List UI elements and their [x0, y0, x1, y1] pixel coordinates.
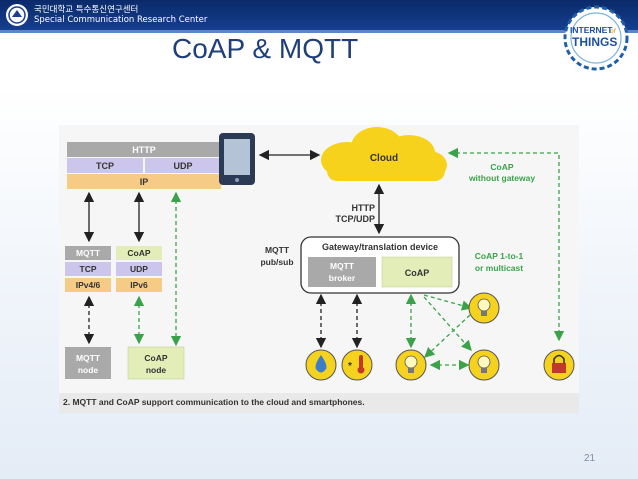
mqtt-stack-ip-label: IPv4/6	[76, 280, 101, 290]
stack-tcp-label: TCP	[96, 161, 114, 171]
figure-caption: 2. MQTT and CoAP support communication t…	[59, 393, 579, 413]
badge-inner-ring	[570, 12, 622, 64]
coap-modes-line2: or multicast	[475, 263, 523, 273]
stack-http-bar	[67, 142, 221, 157]
mqtt-pubsub-line2: pub/sub	[260, 257, 293, 267]
org-name-english: Special Communication Research Center	[34, 15, 208, 25]
cloud-label: Cloud	[370, 153, 398, 164]
gateway-label: Gateway/translation device	[322, 242, 438, 252]
arrow-coap-to-bulb2	[423, 294, 473, 311]
coap-without-gateway-line1: CoAP	[490, 162, 513, 172]
padlock-icon	[543, 349, 575, 381]
mqtt-pubsub-line1: MQTT	[265, 245, 290, 255]
arrow-coap-to-bulb3	[423, 296, 472, 351]
cloud-protocol-http: HTTP	[352, 203, 376, 213]
mqtt-node-line2: node	[78, 365, 99, 375]
gateway-coap-box	[381, 256, 453, 288]
stack-udp-bar	[145, 158, 221, 173]
coap-modes-line1: CoAP 1-to-1	[475, 251, 524, 261]
coap-stack-coap-label: CoAP	[127, 248, 150, 258]
badge-line1: INTERNET	[570, 25, 613, 35]
mqtt-stack-mqtt-label: MQTT	[76, 248, 101, 258]
slide-title: CoAP & MQTT	[172, 33, 359, 64]
thermometer-icon: *	[341, 349, 373, 381]
coap-stack-udp	[116, 262, 162, 276]
header-stripe	[0, 30, 638, 33]
stack-http-label: HTTP	[132, 145, 156, 155]
coap-node-box	[127, 346, 185, 380]
mqtt-stack-mqtt	[65, 246, 111, 260]
coap-node-line2: node	[146, 365, 167, 375]
coap-stack-coap	[116, 246, 162, 260]
stack-ip-bar	[67, 174, 221, 189]
org-name-korean: 국민대학교 특수통신연구센터	[34, 5, 139, 15]
coap-stack-ip-label: IPv6	[130, 280, 148, 290]
light-bulb-icon	[468, 292, 500, 324]
mqtt-node-box	[65, 347, 111, 379]
mqtt-broker-box	[308, 257, 376, 287]
page-number: 21	[584, 453, 596, 464]
stack-udp-label: UDP	[173, 161, 192, 171]
coap-node-line1: CoAP	[144, 353, 167, 363]
cloud-protocol-transport: TCP/UDP	[335, 214, 375, 224]
badge-line3: THINGS	[572, 35, 617, 49]
cloud-icon	[321, 127, 447, 181]
mqtt-broker-line2: broker	[329, 273, 356, 283]
coap-without-gateway-line2: without gateway	[468, 173, 535, 183]
arrow-bulb2-to-bulb1	[424, 314, 471, 358]
water-drop-icon	[305, 349, 337, 381]
mqtt-broker-line1: MQTT	[330, 261, 355, 271]
mqtt-node-line1: MQTT	[76, 353, 101, 363]
internet-of-things-badge: INTERNET of THINGS	[563, 5, 629, 71]
coap-stack-ip	[116, 278, 162, 292]
stack-tcp-bar	[67, 158, 143, 173]
mqtt-stack-tcp	[65, 262, 111, 276]
stack-ip-label: IP	[140, 177, 149, 187]
figure-caption-text: 2. MQTT and CoAP support communication t…	[63, 397, 365, 407]
light-bulb-icon	[395, 349, 427, 381]
protocol-diagram: HTTP TCP UDP IP MQTT TCP IPv4/6 CoAP UDP	[59, 125, 579, 413]
badge-line2: of	[610, 28, 617, 35]
coap-stack-udp-label: UDP	[130, 264, 148, 274]
svg-text:*: *	[348, 361, 352, 372]
arrow-cloud-to-lock	[447, 147, 565, 342]
university-emblem-icon	[6, 4, 28, 26]
mqtt-stack-ip	[65, 278, 111, 292]
light-bulb-icon	[468, 349, 500, 381]
mqtt-stack-tcp-label: TCP	[80, 264, 97, 274]
gateway-coap-label: CoAP	[405, 268, 430, 278]
header-band	[0, 0, 638, 30]
smartphone-icon	[219, 133, 255, 185]
